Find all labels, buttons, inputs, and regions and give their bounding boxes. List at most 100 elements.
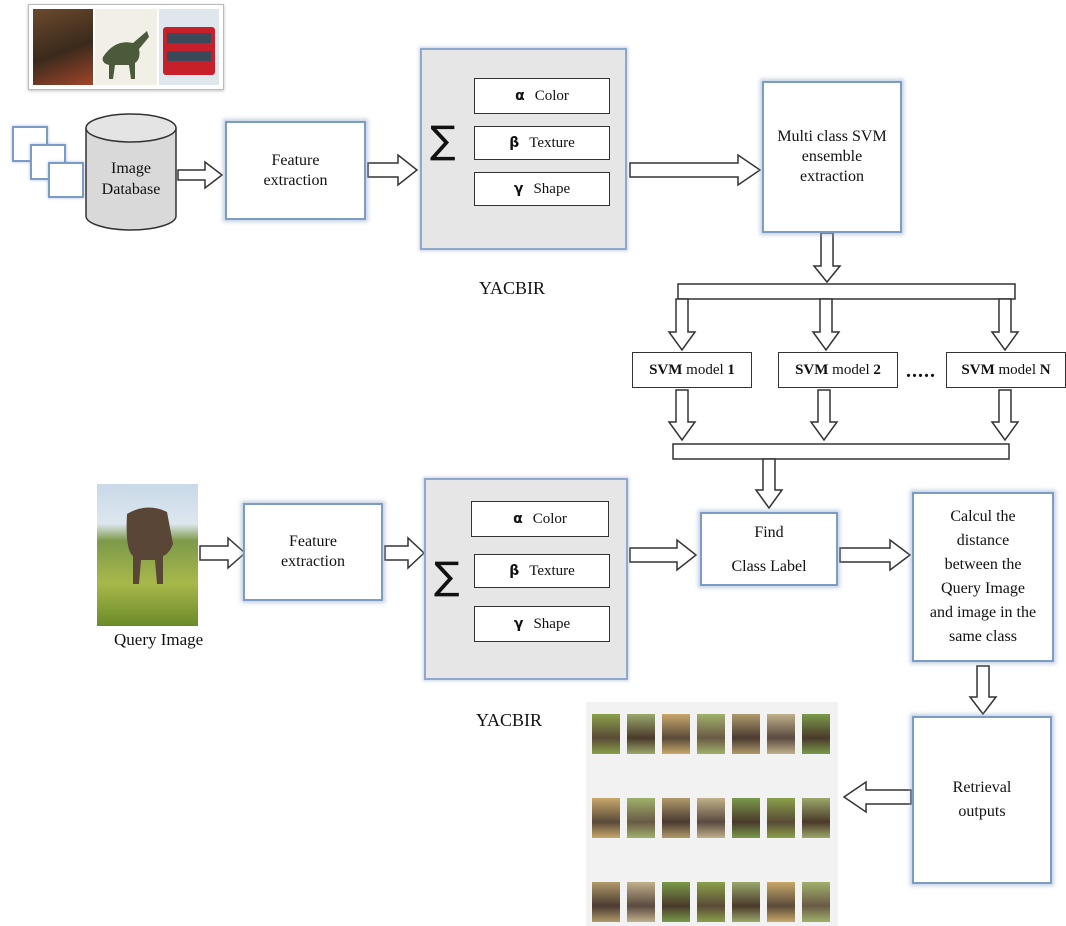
retrieval-outputs-box: Retrieval outputs [912, 716, 1052, 884]
arrow-feature-to-panel [367, 153, 419, 187]
arrow-find-to-distance [839, 538, 912, 572]
sample-photo-person [33, 9, 93, 85]
retrieved-thumbnail [732, 798, 760, 838]
yacbir-label-top: YACBIR [479, 278, 546, 298]
retrieved-thumbnail [767, 798, 795, 838]
yacbir-label-bottom: YACBIR [476, 710, 543, 730]
svm-model-2-num: 2 [873, 361, 881, 378]
arrow-to-model-2 [811, 298, 841, 352]
retrieved-thumbnail [627, 798, 655, 838]
svm-model-1-num: 1 [727, 361, 735, 378]
gamma-symbol: γ [513, 181, 524, 197]
arrow-to-model-1 [667, 298, 697, 352]
retrieved-thumbnail [697, 714, 725, 754]
svm-model-n-num: N [1039, 361, 1051, 378]
svm-model-2: SVM model 2 [778, 352, 898, 388]
retrieved-thumbnail [592, 714, 620, 754]
feature-extraction-label: Feature extraction [263, 151, 328, 189]
image-database-cylinder: Image Database [84, 112, 178, 232]
query-image-label: Query Image [114, 630, 204, 649]
retrieved-thumbnail [662, 882, 690, 922]
svm-model-n: SVM model N [946, 352, 1066, 388]
retrieved-images-grid [586, 702, 838, 926]
collection-bar [672, 443, 1010, 460]
alpha-symbol-bottom: α [513, 511, 523, 527]
feature-color-label-bottom: Color [532, 510, 567, 527]
svm-model-n-bold: SVM [961, 361, 995, 378]
ellipsis-dots: ..... [906, 360, 936, 382]
features-panel-bottom: ∑ α Color β Texture γ Shape [424, 478, 628, 680]
arrow-from-model-2 [809, 389, 839, 442]
retrieved-thumbnail [697, 798, 725, 838]
feature-extraction-label-bottom: Feature extraction [281, 533, 345, 570]
feature-shape-label: Shape [533, 180, 571, 197]
find-class-label-box: Find Class Label [700, 512, 838, 586]
svm-model-1-bold: SVM [649, 361, 683, 378]
svm-ensemble-label: Multi class SVM ensemble extraction [777, 128, 887, 185]
retrieved-thumbnail [662, 714, 690, 754]
arrow-from-model-1 [667, 389, 697, 442]
feature-color-bottom: α Color [471, 501, 609, 537]
feature-texture-label: Texture [529, 134, 575, 151]
retrieved-thumbnail [802, 714, 830, 754]
svm-model-1-text: model [682, 361, 728, 378]
distance-calculation-box: Calcul the distance between the Query Im… [912, 492, 1054, 662]
arrow-panel-to-svm [629, 153, 762, 187]
distribution-bar [677, 283, 1016, 300]
feature-texture: β Texture [474, 126, 610, 160]
retrieved-thumbnail [697, 882, 725, 922]
feature-extraction-box-top: Feature extraction [225, 121, 366, 220]
retrieved-thumbnail [732, 882, 760, 922]
feature-shape-bottom: γ Shape [474, 606, 610, 642]
svm-model-2-text: model [828, 361, 874, 378]
beta-symbol: β [509, 135, 520, 151]
retrieved-thumbnail [627, 882, 655, 922]
retrieved-thumbnail [732, 714, 760, 754]
feature-texture-bottom: β Texture [474, 554, 610, 588]
arrow-to-model-n [990, 298, 1020, 352]
arrow-to-find [754, 458, 784, 510]
retrieval-outputs-text: Retrieval outputs [952, 779, 1012, 820]
svm-model-n-text: model [994, 361, 1040, 378]
database-label: Image Database [101, 160, 161, 198]
features-panel-top: ∑ α Color β Texture γ Shape [420, 48, 627, 250]
stacked-images-icon [10, 120, 84, 200]
sigma-symbol: ∑ [430, 118, 456, 162]
retrieved-thumbnail [627, 714, 655, 754]
arrow-retrieval-to-outputs [842, 780, 912, 814]
retrieved-thumbnail [592, 798, 620, 838]
svm-model-2-bold: SVM [795, 361, 829, 378]
feature-texture-label-bottom: Texture [529, 562, 575, 579]
sample-photo-dinosaur [95, 9, 157, 85]
arrow-svm-down [812, 232, 842, 284]
arrow-distance-down [968, 665, 998, 716]
feature-extraction-box-bottom: Feature extraction [243, 503, 383, 601]
retrieved-thumbnail [662, 798, 690, 838]
feature-shape-label-bottom: Shape [533, 615, 571, 632]
sigma-symbol-bottom: ∑ [434, 554, 460, 598]
retrieved-thumbnail [802, 798, 830, 838]
sample-photo-bus [159, 9, 219, 85]
arrow-query-to-feature [199, 536, 247, 570]
alpha-symbol: α [515, 88, 525, 104]
arrow-from-model-n [990, 389, 1020, 442]
distance-calculation-text: Calcul the distance between the Query Im… [929, 508, 1037, 645]
retrieved-thumbnail [592, 882, 620, 922]
retrieved-thumbnail [802, 882, 830, 922]
find-class-label-text: Find Class Label [731, 523, 807, 575]
retrieved-thumbnail [767, 882, 795, 922]
arrow-db-to-feature [177, 160, 224, 190]
feature-color-label: Color [534, 87, 569, 104]
svm-ensemble-box: Multi class SVM ensemble extraction [762, 81, 902, 233]
beta-symbol-bottom: β [509, 563, 520, 579]
svm-model-1: SVM model 1 [632, 352, 752, 388]
arrow-feature-to-panel-2 [384, 536, 426, 570]
feature-color: α Color [474, 78, 610, 114]
gamma-symbol-bottom: γ [513, 616, 524, 632]
arrow-panel-to-find [629, 538, 698, 572]
retrieved-thumbnail [767, 714, 795, 754]
sample-images-strip [28, 4, 224, 90]
query-image-photo [97, 484, 198, 626]
feature-shape: γ Shape [474, 172, 610, 206]
